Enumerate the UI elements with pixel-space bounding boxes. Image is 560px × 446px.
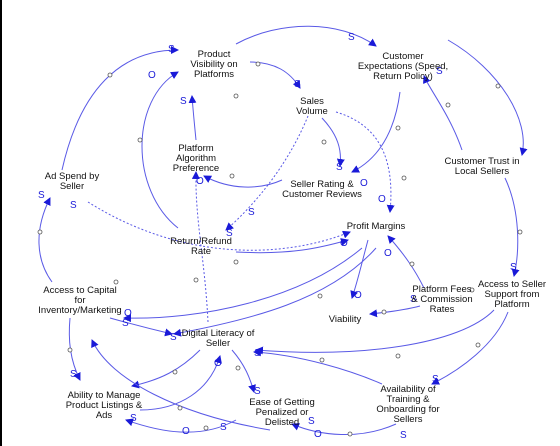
polarity-label: O xyxy=(196,176,204,187)
polarity-label: O xyxy=(314,429,322,440)
polarity-label: S xyxy=(70,200,77,211)
polarity-label: O xyxy=(354,290,362,301)
polarity-label: S xyxy=(248,207,255,218)
polarity-label: O xyxy=(384,248,392,259)
link-fees-profit xyxy=(387,235,425,289)
node-profit: Profit Margins xyxy=(347,221,406,232)
polarity-label: S xyxy=(294,79,301,90)
polarity-labels: S S S S S O S O S O O S S S O S O O S O … xyxy=(38,32,517,441)
node-viability: Viability xyxy=(329,314,362,325)
link-profit-literacy xyxy=(173,247,377,337)
polarity-label: O xyxy=(124,308,132,319)
polarity-label: O xyxy=(360,178,368,189)
polarity-label: O xyxy=(148,70,156,81)
link-markers xyxy=(37,61,523,437)
polarity-label: S xyxy=(432,374,439,385)
link-sales-returns xyxy=(225,115,309,231)
polarity-label: S xyxy=(410,294,417,305)
link-trust-support xyxy=(504,177,520,277)
polarity-label: S xyxy=(168,44,175,55)
polarity-label: S xyxy=(122,318,129,329)
link-support-literacy xyxy=(255,309,495,355)
polarity-label: S xyxy=(226,228,233,239)
polarity-label: S xyxy=(336,162,343,173)
link-sales-profit xyxy=(335,111,395,213)
link-sales-rating xyxy=(321,117,345,167)
polarity-label: S xyxy=(348,32,355,43)
polarity-label: O xyxy=(214,358,222,369)
link-adspend-visibility xyxy=(61,46,179,171)
link-profit-viability xyxy=(350,239,369,299)
polarity-label: S xyxy=(170,332,177,343)
link-visibility-sales xyxy=(249,61,301,89)
link-rating-algorithm xyxy=(203,175,283,188)
polarity-label: S xyxy=(254,348,261,359)
polarity-label: S xyxy=(180,96,187,107)
polarity-label: O xyxy=(378,194,386,205)
link-training-literacy xyxy=(253,348,383,385)
link-expectations-rating xyxy=(351,91,401,173)
link-listings-literacy xyxy=(139,355,222,411)
link-profit-capital xyxy=(123,247,363,323)
link-capital-adspend xyxy=(38,197,53,283)
polarity-label: S xyxy=(308,416,315,427)
node-rating: Seller Rating &Customer Reviews xyxy=(282,179,362,200)
link-visibility-expectations xyxy=(235,25,377,47)
polarity-label: S xyxy=(130,413,137,424)
link-returns-visibility xyxy=(141,71,179,229)
polarity-label: S xyxy=(510,262,517,273)
link-returns-profit xyxy=(235,238,349,254)
link-penalized-visibility xyxy=(91,339,271,431)
link-adspend-profit xyxy=(87,201,351,251)
polarity-label: S xyxy=(254,386,261,397)
polarity-label: O xyxy=(340,238,348,249)
link-literacy-algorithm xyxy=(191,171,209,323)
polarity-label: S xyxy=(436,66,443,77)
polarity-label: S xyxy=(38,190,45,201)
link-fees-viability xyxy=(369,305,421,318)
link-penalized-listings xyxy=(125,418,237,433)
polarity-label: S xyxy=(400,430,407,441)
polarity-label: S xyxy=(70,369,77,380)
link-capital-literacy xyxy=(109,317,173,337)
link-expectations-trust-arc xyxy=(447,39,528,156)
link-algorithm-visibility xyxy=(188,95,197,141)
polarity-label: O xyxy=(182,426,190,437)
polarity-label: S xyxy=(220,422,227,433)
link-training-penalized xyxy=(291,423,397,436)
window-edge xyxy=(0,0,2,446)
link-support-training xyxy=(431,311,509,385)
link-literacy-penalized xyxy=(231,349,256,393)
link-literacy-listings xyxy=(131,349,201,389)
link-trust-expectations xyxy=(423,75,463,151)
